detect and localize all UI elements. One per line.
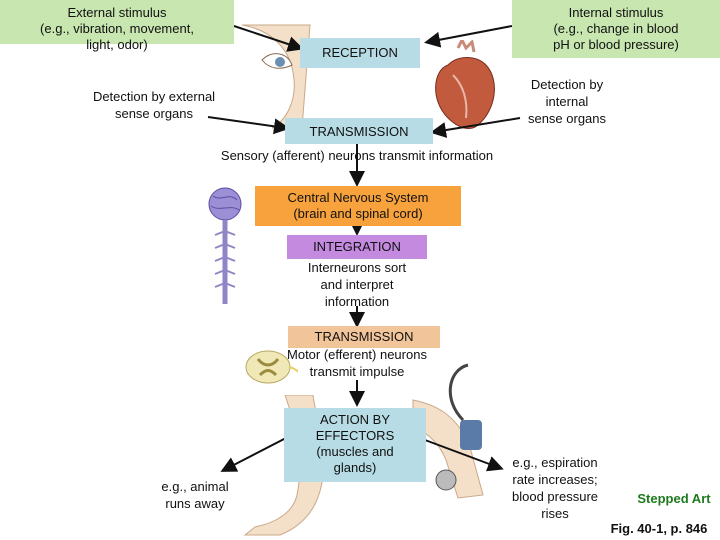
external-stimulus-box: External stimulus (e.g., vibration, move…: [0, 0, 234, 52]
transmission-box-2: TRANSMISSION: [288, 326, 440, 348]
internal-stimulus-box: Internal stimulus (e.g., change in blood…: [512, 0, 720, 58]
action-by-effectors-box: ACTION BY EFFECTORS (muscles and glands): [284, 408, 426, 482]
transmission-box-1: TRANSMISSION: [285, 118, 433, 144]
cns-box: Central Nervous System (brain and spinal…: [255, 186, 461, 226]
reception-box: RECEPTION: [300, 38, 420, 68]
heart-illustration: [435, 40, 495, 129]
integration-box: INTEGRATION: [287, 235, 427, 259]
interneurons-label: Interneurons sort and interpret informat…: [307, 260, 407, 309]
respiration-label: e.g., espiration rate increases; blood p…: [512, 455, 598, 521]
internal-detection-label: Detection by internal sense organs: [527, 77, 607, 126]
motor-neurons-label: Motor (efferent) neurons transmit impuls…: [287, 347, 427, 379]
figure-reference: Fig. 40-1, p. 846: [610, 521, 708, 536]
external-detection-label: Detection by external sense organs: [92, 89, 216, 121]
spinal-cord-section-illustration: [245, 350, 298, 384]
stepped-art-label: Stepped Art: [637, 491, 711, 506]
sensory-neurons-label: Sensory (afferent) neurons transmit info…: [220, 148, 494, 163]
brain-spinal-cord-illustration: [208, 187, 242, 304]
animal-runs-away-label: e.g., animal runs away: [161, 479, 229, 511]
